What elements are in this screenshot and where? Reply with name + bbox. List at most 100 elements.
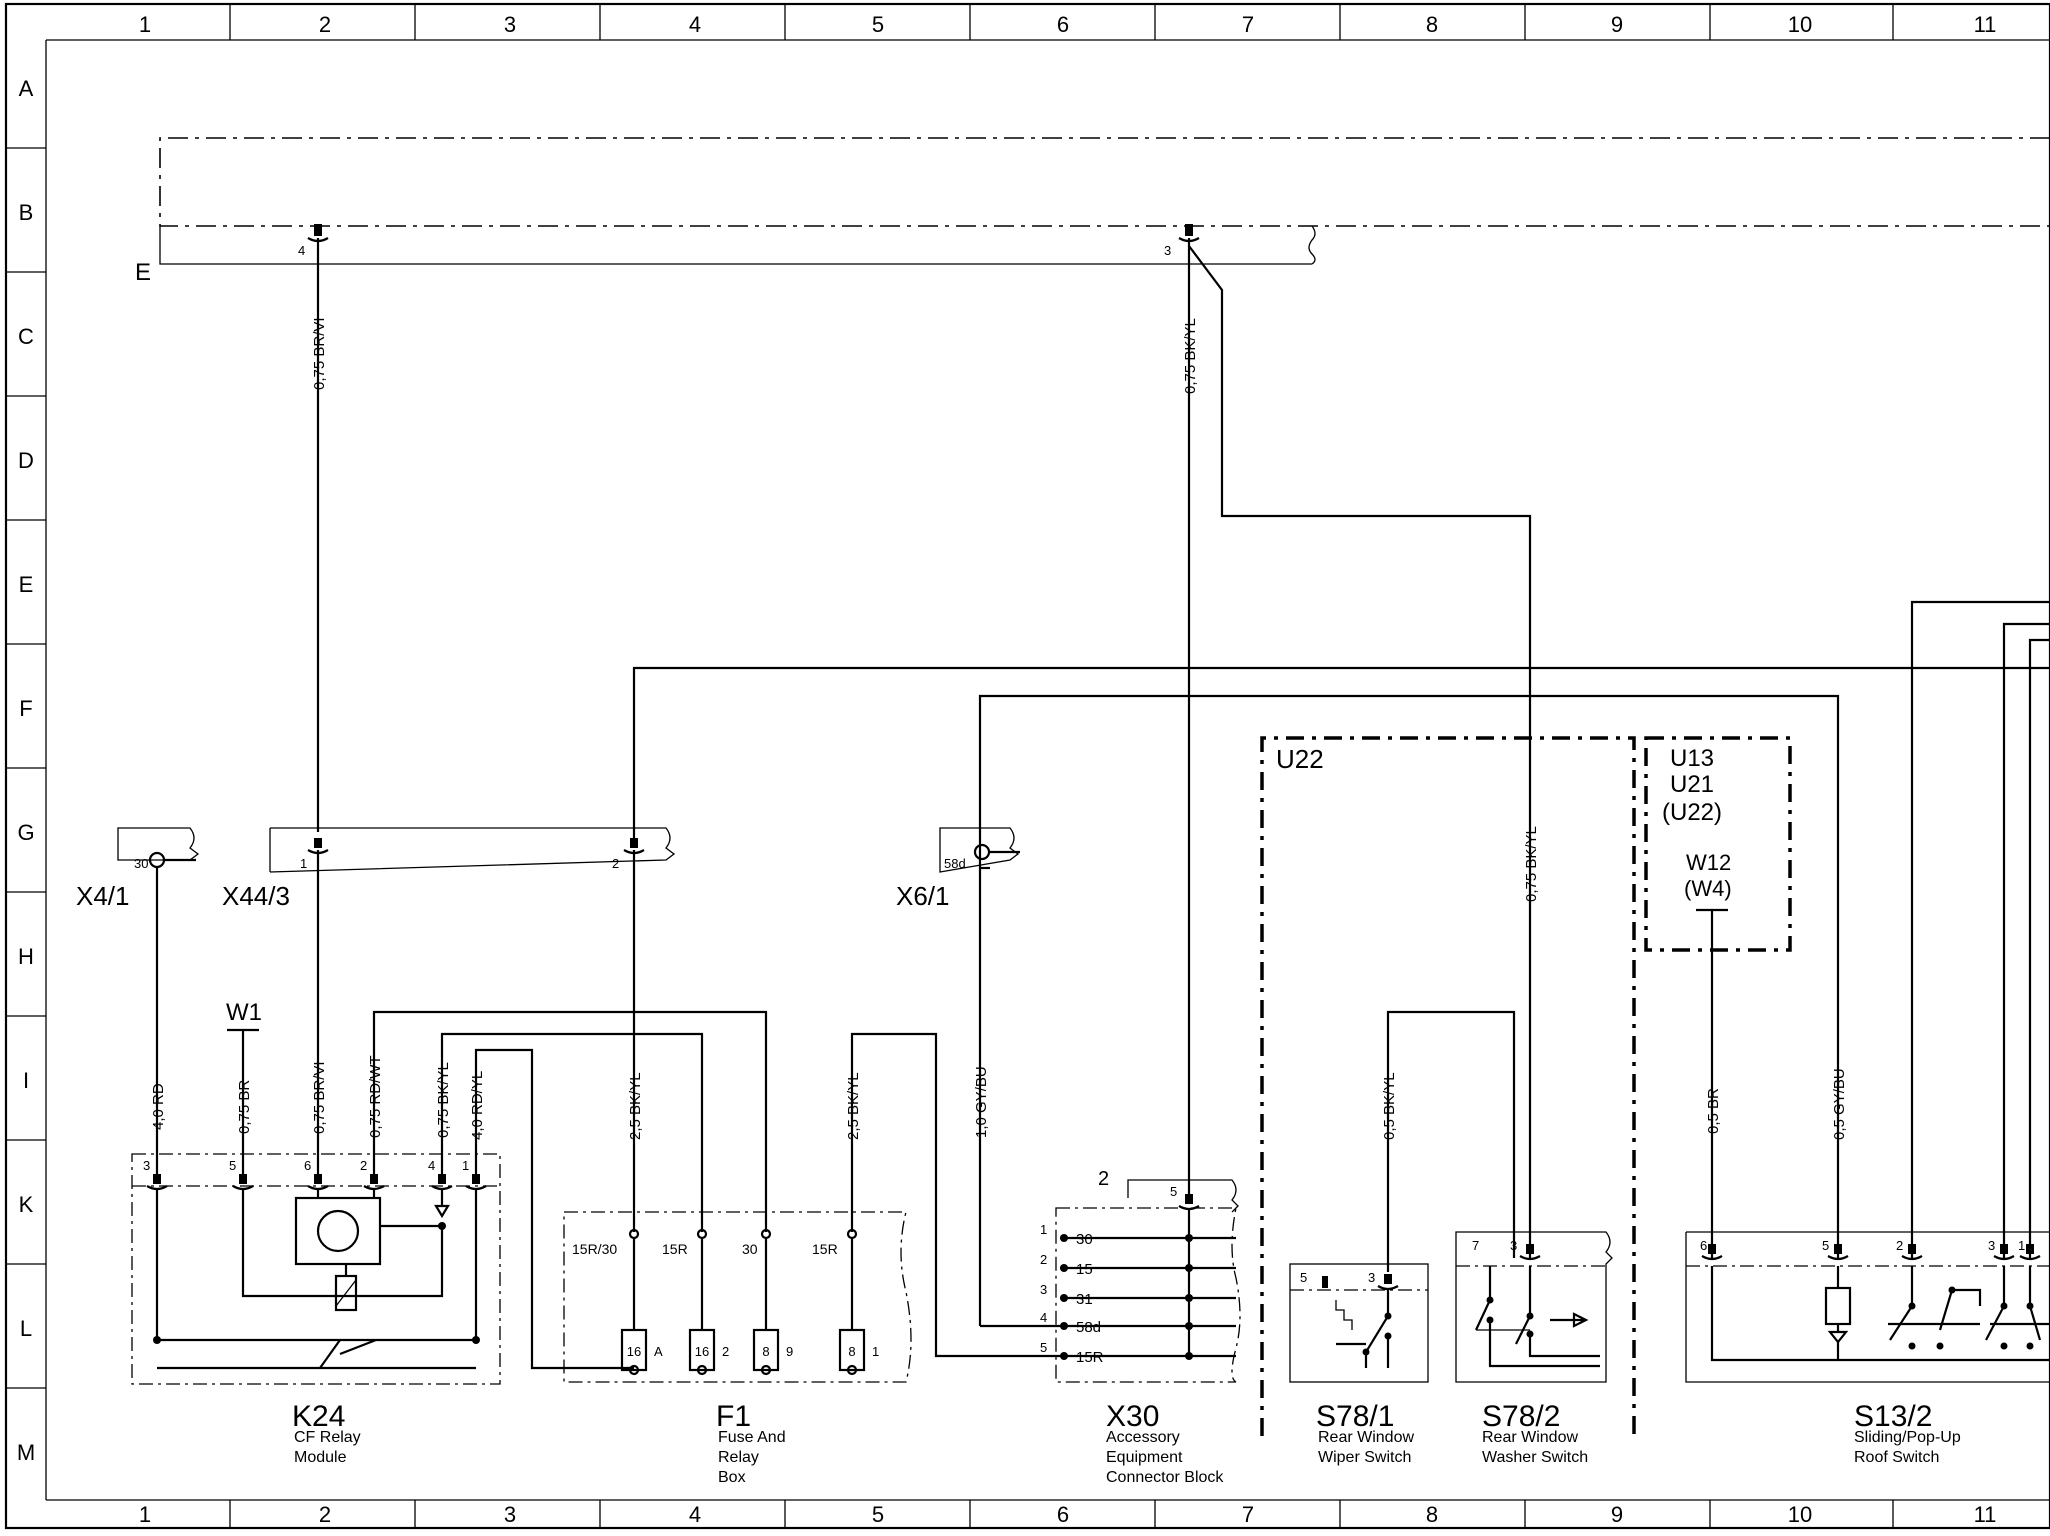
f1-rating-2: 16	[695, 1344, 709, 1359]
wire-label-br-vi-top: 0,75 BR/VI	[311, 317, 328, 390]
s78-2-desc-2: Washer Switch	[1482, 1449, 1588, 1466]
col-bottom-9: 9	[1611, 1502, 1623, 1527]
s78-1-desc-2: Wiper Switch	[1318, 1449, 1411, 1466]
x30-desc-1: Accessory	[1106, 1429, 1180, 1446]
row-d: D	[18, 448, 34, 473]
col-bottom-3: 3	[504, 1502, 516, 1527]
row-f: F	[19, 696, 32, 721]
col-top-11: 11	[1974, 12, 1997, 37]
row-l: L	[20, 1316, 32, 1341]
f1-rating-1: 8	[848, 1344, 855, 1359]
f1-num-9: 9	[786, 1344, 793, 1359]
col-bottom-6: 6	[1057, 1502, 1069, 1527]
x30-pin-4: 4	[1040, 1310, 1047, 1325]
x30-connector-block: 2 5 1 2 3 4 5 30 15 31 58d 15R	[1040, 1168, 1241, 1383]
f1-fuse-box: 15R/30 15R 30 15R 16 16 8 8 A 2 9 1	[563, 1211, 912, 1383]
wire-labels: 0,75 BR/VI 0,75 BK/YL 0,75 BK/YL 1,0 GY/…	[150, 317, 1848, 1140]
wire-label-k24-brvi: 0,75 BR/VI	[311, 1061, 328, 1134]
wire-label-s13-gybu: 0,5 GY/BU	[1831, 1068, 1848, 1140]
x30-top-pin: 5	[1170, 1184, 1177, 1199]
s13-2-pin-5: 5	[1822, 1238, 1829, 1253]
wire-label-k24-rdwt: 0,75 RD/WT	[367, 1055, 384, 1138]
k24-pin-4: 4	[428, 1158, 435, 1173]
wire-label-k24-rd: 4,0 RD	[150, 1083, 167, 1130]
s13-2-pin-1: 1	[2018, 1238, 2025, 1253]
col-bottom-7: 7	[1242, 1502, 1254, 1527]
x30-pin-1: 1	[1040, 1222, 1047, 1237]
f1-fuse-a	[620, 1228, 648, 1376]
row-h: H	[18, 944, 34, 969]
k24-pin-2: 2	[360, 1158, 367, 1173]
col-bottom-5: 5	[872, 1502, 884, 1527]
x44-3-pin-1: 1	[300, 856, 307, 871]
connector-x6-1: 58d X6/1	[896, 827, 1020, 911]
x30-header: 2	[1098, 1168, 1109, 1190]
row-a: A	[19, 76, 34, 101]
col-top-2: 2	[319, 12, 331, 37]
connector-x44-3: 1 2 X44/3	[222, 827, 676, 911]
s78-2-desc-1: Rear Window	[1482, 1429, 1578, 1446]
x30-row-31: 31	[1076, 1291, 1093, 1308]
k24-pin-5: 5	[229, 1158, 236, 1173]
col-top-1: 1	[139, 12, 151, 37]
f1-term-15r: 15R	[662, 1241, 688, 1257]
s13-2-pin-2: 2	[1896, 1238, 1903, 1253]
s13-2-name: S13/2	[1854, 1400, 1932, 1433]
top-ground-enclosure: E 4 3	[135, 137, 2050, 286]
k24-relay-module: 3 5 6 2 4 1	[131, 1153, 501, 1385]
col-top-4: 4	[689, 12, 701, 37]
x30-pin-5: 5	[1040, 1340, 1047, 1355]
x30-pin-2: 2	[1040, 1252, 1047, 1267]
s13-2-pin-6: 6	[1700, 1238, 1707, 1253]
u-group-l2: U21	[1670, 771, 1714, 798]
col-top-5: 5	[872, 12, 884, 37]
f1-term-15r-2: 15R	[812, 1241, 838, 1257]
f1-num-2: 2	[722, 1344, 729, 1359]
f1-rating-9: 8	[762, 1344, 769, 1359]
x30-row-15: 15	[1076, 1261, 1093, 1278]
row-g: G	[17, 820, 34, 845]
s78-1-pin-3: 3	[1368, 1270, 1375, 1285]
k24-pin-1: 1	[462, 1158, 469, 1173]
row-k: K	[19, 1192, 34, 1217]
u-group-box: U13 U21 (U22) W12 (W4)	[1644, 736, 1792, 952]
x30-pin-3: 3	[1040, 1282, 1047, 1297]
s13-2-pin-3: 3	[1988, 1238, 1995, 1253]
x30-row-30: 30	[1076, 1231, 1093, 1248]
s78-2-name: S78/2	[1482, 1400, 1560, 1433]
k24-pins	[146, 1174, 487, 1191]
wire-label-f1-bkyl-b: 2,5 BK/YL	[845, 1072, 862, 1140]
col-top-8: 8	[1426, 12, 1438, 37]
x30-desc-3: Connector Block	[1106, 1469, 1224, 1486]
k24-pin-3: 3	[143, 1158, 150, 1173]
grid-frame: 1 2 3 4 5 6 7 8 9 10 11 1 2 3 4 5 6 7 8 …	[4, 2, 2050, 1530]
f1-num-a: A	[654, 1344, 663, 1359]
wire-label-s78-bkyl: 0,5 BK/YL	[1381, 1072, 1398, 1140]
row-ticks	[6, 147, 46, 1389]
f1-desc-2: Relay	[718, 1449, 759, 1466]
u-group-l1: U13	[1670, 745, 1714, 772]
x30-name: X30	[1106, 1400, 1159, 1433]
k24-desc-1: CF Relay	[294, 1429, 361, 1446]
wire-label-f1-bkyl-a: 2,5 BK/YL	[627, 1072, 644, 1140]
row-i: I	[23, 1068, 29, 1093]
col-bottom-1: 1	[139, 1502, 151, 1527]
x6-1-label: X6/1	[896, 881, 950, 911]
wire-label-s13-br: 0,5 BR	[1705, 1088, 1722, 1134]
wire-label-gy-bu-x6: 1,0 GY/BU	[973, 1066, 990, 1138]
top-pin-3: 3	[1164, 243, 1171, 258]
row-e: E	[19, 572, 34, 597]
col-top-10: 10	[1788, 12, 1812, 37]
u-group-l5: (W4)	[1684, 876, 1732, 901]
f1-term-30: 30	[742, 1241, 758, 1257]
f1-fuse-2	[688, 1228, 716, 1376]
row-m: M	[17, 1440, 35, 1465]
s78-1-name: S78/1	[1316, 1400, 1394, 1433]
s78-2-pin-3: 3	[1510, 1238, 1517, 1253]
u22-boundary: U22	[1260, 736, 1636, 1436]
f1-name: F1	[716, 1400, 751, 1433]
wires	[155, 238, 2050, 1370]
wire-label-bk-yl-top: 0,75 BK/YL	[1182, 318, 1199, 394]
column-ticks	[229, 4, 1894, 1528]
